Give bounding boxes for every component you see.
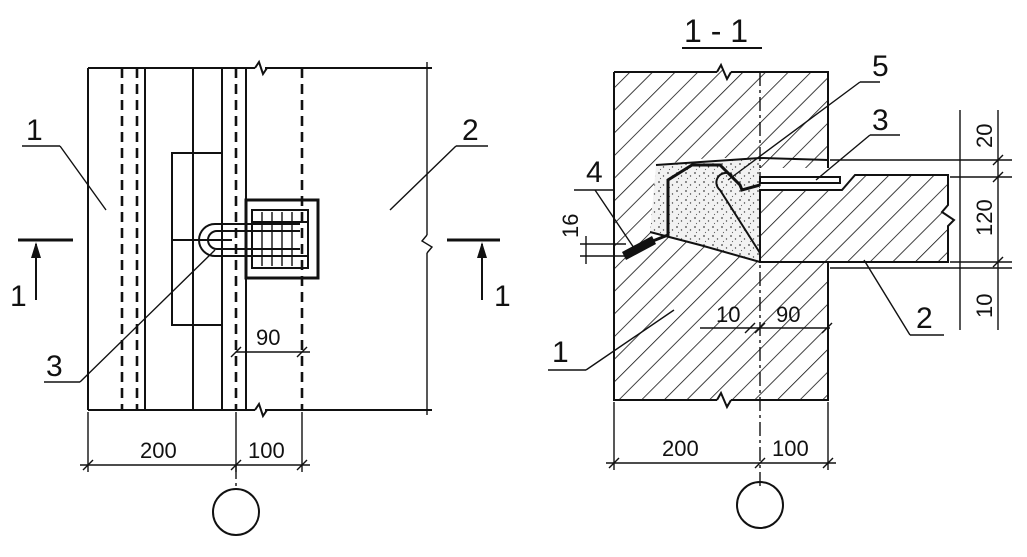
- dim-left-label: 200: [140, 438, 177, 463]
- dim-left-label: 200: [662, 436, 699, 461]
- anchor-hook: [715, 171, 761, 254]
- extent-break: [420, 234, 434, 254]
- leader-2: [389, 145, 457, 211]
- dim-90-label: 90: [776, 302, 800, 327]
- dim-tick: [992, 171, 1004, 183]
- callout-5: 5: [872, 50, 889, 83]
- anchor-bracket-outer: [244, 198, 320, 280]
- anchor-bracket-inner: [251, 209, 309, 269]
- callout-4: 4: [586, 156, 603, 189]
- dim-tick: [754, 322, 766, 334]
- dim-10-label: 10: [716, 302, 740, 327]
- leader-2: [863, 259, 911, 336]
- callout-2: 2: [462, 114, 479, 147]
- leader-1: [59, 145, 107, 211]
- leader-5: [727, 81, 861, 181]
- callout-3: 3: [46, 350, 63, 383]
- section-arrow-head-right: [477, 242, 487, 258]
- dim-tick: [992, 256, 1004, 268]
- slab-outline: [759, 174, 956, 263]
- grout-fill: [650, 158, 760, 262]
- section-view: 1 - 1: [548, 13, 1012, 529]
- section-arrow-head-left: [31, 242, 41, 258]
- dim-tick: [608, 457, 620, 469]
- section-mark-right: 1: [494, 280, 511, 313]
- anchor-bracket-hatch: [252, 212, 308, 266]
- wall-break-bottom: [716, 390, 732, 410]
- dim-tick: [296, 346, 308, 358]
- slab-section: [760, 175, 954, 262]
- dim-tick: [992, 154, 1004, 166]
- leader-1: [585, 309, 675, 371]
- wall-section-upper: [614, 65, 828, 250]
- weld-anchor: [622, 236, 656, 260]
- break-mark-top: [254, 59, 268, 77]
- plan-view: 1 2 3 1 1 90 200 100: [10, 59, 511, 536]
- break-mark-bottom: [254, 401, 268, 419]
- dim-gap-label: 90: [256, 325, 280, 350]
- dim-20-label: 20: [972, 124, 997, 148]
- callout-3: 3: [872, 104, 889, 137]
- dim-tick: [754, 457, 766, 469]
- dim-16-label: 16: [558, 214, 583, 238]
- dim-120-label: 120: [972, 199, 997, 236]
- top-plate: [759, 176, 841, 184]
- dim-tick: [296, 459, 308, 471]
- dim-tick: [82, 459, 94, 471]
- dim-right-label: 100: [772, 436, 809, 461]
- dim-tick: [821, 322, 833, 334]
- leader-4: [594, 189, 635, 249]
- anchor-bar: [639, 163, 761, 248]
- section-title: 1 - 1: [684, 13, 748, 49]
- callout-1: 1: [552, 336, 569, 369]
- dim-tick: [230, 346, 242, 358]
- dim-tick: [822, 457, 834, 469]
- axis-bubble: [736, 481, 784, 529]
- section-mark-left: 1: [10, 280, 27, 313]
- dim-tick: [744, 322, 756, 334]
- callout-1: 1: [26, 114, 43, 147]
- axis-bubble: [212, 488, 260, 536]
- wall-outline: [613, 71, 829, 401]
- wall-break-top: [716, 62, 732, 82]
- leader-3: [815, 134, 871, 181]
- dim-right-label: 100: [248, 438, 285, 463]
- wall-section-lower: [614, 232, 828, 407]
- callout-2: 2: [916, 302, 933, 335]
- dim-10-vertical-label: 10: [972, 294, 997, 318]
- leader-3: [79, 249, 216, 383]
